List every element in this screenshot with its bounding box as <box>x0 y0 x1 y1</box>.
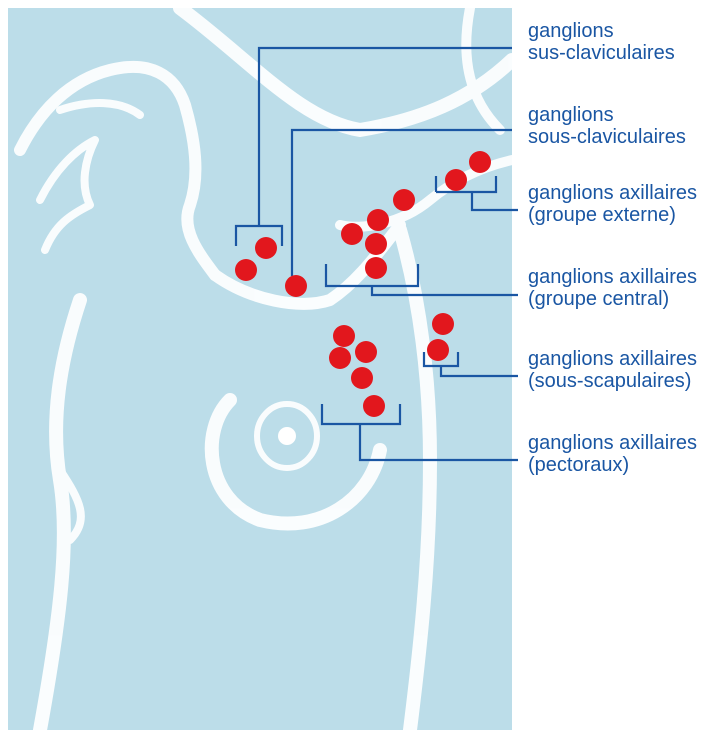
lymph-node-axillaires-central-4 <box>365 257 387 279</box>
lymph-node-axillaires-central-1 <box>367 209 389 231</box>
label-axillaires-pectoraux-line2: (pectoraux) <box>528 454 697 476</box>
leader-line-sus-claviculaires-1 <box>259 48 512 226</box>
lymph-node-axillaires-central-0 <box>393 189 415 211</box>
label-axillaires-sous-scapulaires-line1: ganglions axillaires <box>528 348 697 370</box>
lymph-node-axillaires-central-3 <box>365 233 387 255</box>
lymph-node-axillaires-sous-scapulaires-0 <box>432 313 454 335</box>
label-axillaires-pectoraux: ganglions axillaires (pectoraux) <box>528 432 697 476</box>
leader-line-axillaires-sous-scapulaires-1 <box>441 366 518 376</box>
lymph-node-axillaires-pectoraux-3 <box>351 367 373 389</box>
lymph-node-sus-claviculaires-0 <box>255 237 277 259</box>
label-axillaires-sous-scapulaires-line2: (sous-scapulaires) <box>528 370 697 392</box>
label-axillaires-central: ganglions axillaires (groupe central) <box>528 266 697 310</box>
lymph-node-axillaires-sous-scapulaires-1 <box>427 339 449 361</box>
lymph-node-sus-claviculaires-1 <box>235 259 257 281</box>
lymph-node-axillaires-externe-0 <box>469 151 491 173</box>
lymph-node-axillaires-pectoraux-2 <box>329 347 351 369</box>
label-axillaires-sous-scapulaires: ganglions axillaires (sous-scapulaires) <box>528 348 697 392</box>
label-sus-claviculaires-line2: sus-claviculaires <box>528 42 675 64</box>
label-sous-claviculaires: ganglions sous-claviculaires <box>528 104 686 148</box>
leader-line-axillaires-pectoraux-1 <box>360 424 518 460</box>
label-axillaires-externe-line1: ganglions axillaires <box>528 182 697 204</box>
lymph-node-axillaires-pectoraux-0 <box>333 325 355 347</box>
label-sus-claviculaires: ganglions sus-claviculaires <box>528 20 675 64</box>
leader-line-axillaires-central-1 <box>372 286 518 295</box>
lymph-node-axillaires-central-2 <box>341 223 363 245</box>
label-axillaires-externe-line2: (groupe externe) <box>528 204 697 226</box>
label-axillaires-central-line1: ganglions axillaires <box>528 266 697 288</box>
lymph-node-axillaires-pectoraux-4 <box>363 395 385 417</box>
label-sus-claviculaires-line1: ganglions <box>528 20 675 42</box>
label-sous-claviculaires-line1: ganglions <box>528 104 686 126</box>
leader-line-axillaires-pectoraux-0 <box>322 404 400 424</box>
lymph-node-sous-claviculaires-0 <box>285 275 307 297</box>
label-axillaires-pectoraux-line1: ganglions axillaires <box>528 432 697 454</box>
label-axillaires-central-line2: (groupe central) <box>528 288 697 310</box>
label-axillaires-externe: ganglions axillaires (groupe externe) <box>528 182 697 226</box>
lymph-node-axillaires-externe-1 <box>445 169 467 191</box>
leader-line-axillaires-externe-2 <box>472 192 518 210</box>
lymph-node-axillaires-pectoraux-1 <box>355 341 377 363</box>
label-sous-claviculaires-line2: sous-claviculaires <box>528 126 686 148</box>
